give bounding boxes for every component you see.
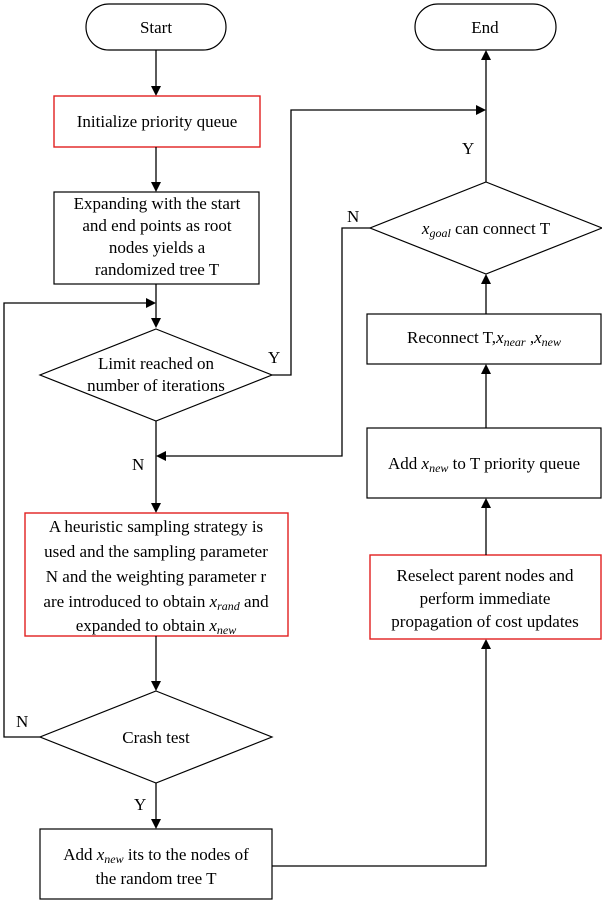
expand-line-1: Expanding with the start [74,194,241,213]
crash-no-label: N [16,712,28,731]
reselect-line-2: perform immediate [420,589,551,608]
init-queue-box: Initialize priority queue [53,95,261,148]
reconnect-label: Reconnect T,xnear ,xnew [407,328,561,349]
limit-decision: Limit reached on number of iterations [38,328,274,422]
heuristic-line-2: used and the sampling parameter [44,542,268,561]
add-queue-box: Add xnew to T priority queue [366,427,602,499]
add-nodes-box: Add xnew its to the nodes of the random … [39,828,273,900]
start-terminal: Start [85,3,227,51]
arrow-add-reselect [272,639,491,867]
goal-yes-label: Y [462,139,474,158]
limit-line-2: number of iterations [87,376,225,395]
add-nodes-line-1: Add xnew its to the nodes of [63,845,249,866]
limit-yes-label: Y [268,348,280,367]
reselect-line-3: propagation of cost updates [391,612,578,631]
limit-line-1: Limit reached on [98,354,215,373]
reselect-line-1: Reselect parent nodes and [396,566,574,585]
start-label: Start [140,18,172,37]
heuristic-line-1: A heuristic sampling strategy is [49,517,263,536]
arrow-goal-no-loop [156,227,370,461]
heuristic-line-3: N and the weighting parameter r [46,567,267,586]
expand-line-4: randomized tree T [95,260,220,279]
init-queue-label: Initialize priority queue [77,112,238,131]
crash-test-decision: Crash test [38,690,274,784]
add-queue-label: Add xnew to T priority queue [388,454,580,475]
crash-yes-label: Y [134,795,146,814]
end-terminal: End [414,3,557,51]
limit-no-label: N [132,455,144,474]
expand-line-3: nodes yields a [109,238,206,257]
heuristic-sampling-box: A heuristic sampling strategy is used an… [24,512,289,637]
heuristic-line-4: are introduced to obtain xrand and [43,592,269,613]
goal-no-label: N [347,207,359,226]
crash-test-label: Crash test [122,728,190,747]
heuristic-line-5: expanded to obtain xnew [76,616,237,637]
add-nodes-line-2: the random tree T [95,869,217,888]
reconnect-box: Reconnect T,xnear ,xnew [366,313,602,365]
arrow-limit-yes-end [272,105,486,376]
end-label: End [471,18,499,37]
expand-tree-box: Expanding with the start and end points … [53,191,260,285]
expand-line-2: and end points as root [82,216,231,235]
reselect-parent-box: Reselect parent nodes and perform immedi… [369,554,602,640]
goal-connect-decision: xgoal can connect T [368,181,602,275]
goal-connect-label: xgoal can connect T [421,219,551,240]
arrow-crash-no-loop [3,298,156,738]
